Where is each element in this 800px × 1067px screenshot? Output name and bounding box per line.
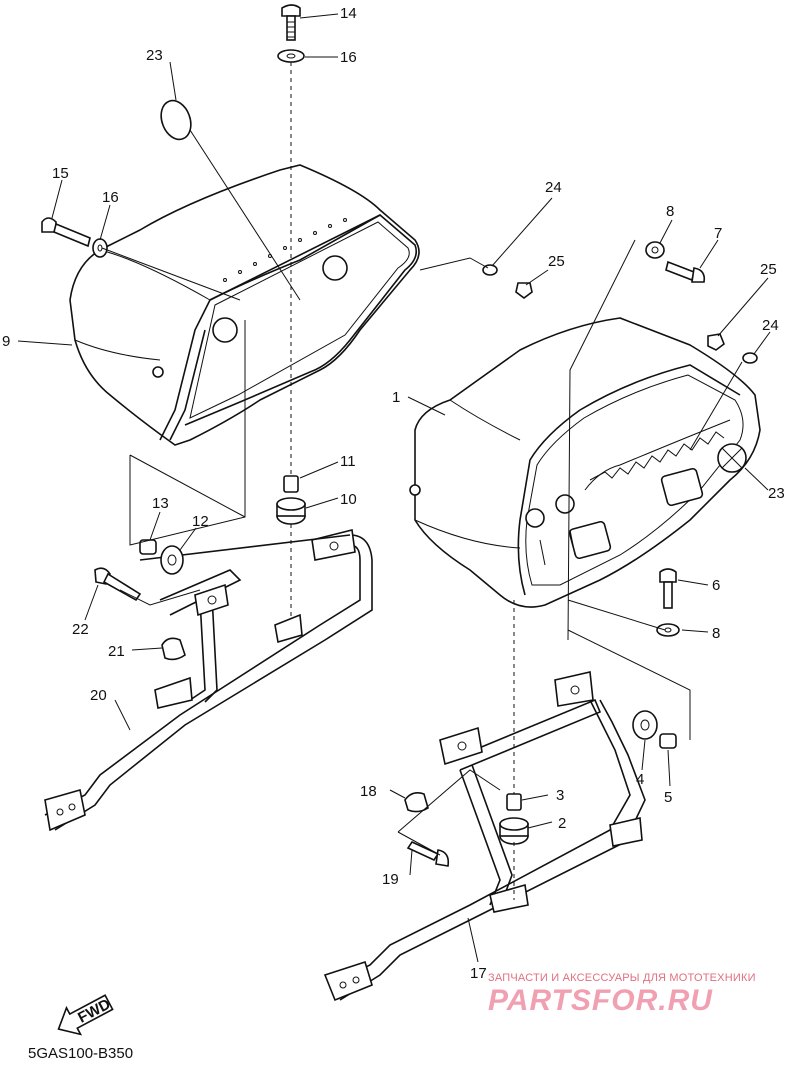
left-mounting-frame xyxy=(44,529,373,832)
callout-13: 13 xyxy=(152,495,169,512)
callout-21: 21 xyxy=(108,643,125,660)
callout-11: 11 xyxy=(340,453,356,470)
callout-25: 25 xyxy=(548,253,565,270)
callout-8: 8 xyxy=(666,203,674,220)
callout-20: 20 xyxy=(90,687,107,704)
watermark-subtitle: ЗАПЧАСТИ И АКСЕССУАРЫ ДЛЯ МОТОТЕХНИКИ xyxy=(488,972,756,984)
left-saddlebag xyxy=(69,164,420,446)
callout-16: 16 xyxy=(340,49,357,66)
assembly-lines xyxy=(101,62,743,900)
diagram-code: 5GAS100-B350 xyxy=(28,1045,134,1062)
callout-10: 10 xyxy=(340,491,357,508)
callout-24: 24 xyxy=(545,179,562,196)
callout-9: 9 xyxy=(2,333,10,350)
callout-5: 5 xyxy=(664,789,672,806)
callout-7: 7 xyxy=(714,225,722,242)
callout-1: 1 xyxy=(392,389,400,406)
callout-18: 18 xyxy=(360,783,377,800)
hardware-parts xyxy=(41,4,758,867)
callout-leaders xyxy=(17,13,771,963)
callout-numbers: 14 16 23 15 16 9 24 25 8 7 25 24 1 23 11… xyxy=(2,5,785,982)
callout-4: 4 xyxy=(636,771,644,788)
callout-12: 12 xyxy=(192,513,209,530)
fwd-arrow-icon xyxy=(57,994,114,1036)
watermark-brand: PARTSFOR.RU xyxy=(488,984,713,1017)
callout-8: 8 xyxy=(712,625,720,642)
callout-16: 16 xyxy=(102,189,119,206)
callout-23: 23 xyxy=(768,485,785,502)
callout-23: 23 xyxy=(146,47,163,64)
callout-15: 15 xyxy=(52,165,69,182)
callout-3: 3 xyxy=(556,787,564,804)
callout-2: 2 xyxy=(558,815,566,832)
callout-19: 19 xyxy=(382,871,399,888)
callout-6: 6 xyxy=(712,577,720,594)
callout-14: 14 xyxy=(340,5,357,22)
right-saddlebag xyxy=(409,317,761,608)
callout-25: 25 xyxy=(760,261,777,278)
callout-24: 24 xyxy=(762,317,779,334)
callout-22: 22 xyxy=(72,621,89,638)
right-mounting-frame xyxy=(323,671,646,1002)
callout-17: 17 xyxy=(470,965,487,982)
